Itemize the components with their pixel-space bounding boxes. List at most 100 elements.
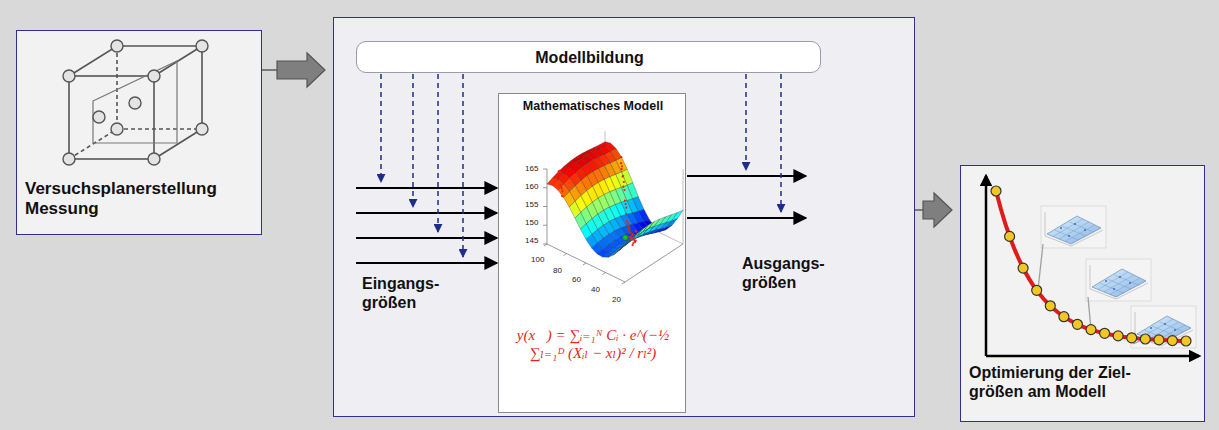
polyline-shape <box>69 46 202 159</box>
node-label: Mathematisches Modell <box>499 99 687 114</box>
pareto-point <box>1005 231 1015 241</box>
measurement-point <box>630 237 632 239</box>
measurement-point <box>627 230 629 232</box>
axis-tick: 20 <box>612 296 621 304</box>
measurement-point <box>629 232 631 234</box>
pareto-point <box>991 186 1001 196</box>
g-shape <box>69 46 202 159</box>
node-label: Eingangs- größen <box>362 274 458 312</box>
axis-tick: 60 <box>572 276 581 284</box>
measurement-point <box>631 234 633 236</box>
node-text: Ausgangs- größen <box>742 254 838 292</box>
pareto-point <box>1018 263 1028 273</box>
tick <box>543 225 547 226</box>
pareto-point <box>1154 335 1164 345</box>
model-panel: Eingangs- größen Ausgangs- größen Modellbi… <box>333 17 915 417</box>
surface-cell <box>608 250 619 258</box>
surface-cell <box>637 225 648 236</box>
measurement-point <box>635 231 637 233</box>
measurement-point <box>558 171 560 173</box>
use-shape <box>1086 259 1151 301</box>
measurement-point <box>621 168 623 170</box>
measurement-point <box>635 240 637 242</box>
circle-shape <box>196 123 208 135</box>
process-box: Versuchsplanerstellung Messung <box>16 30 262 235</box>
axis-line <box>605 169 683 244</box>
circle-shape <box>63 153 75 165</box>
measurement-point <box>632 234 634 236</box>
rect-shape <box>69 76 154 159</box>
measurement-point <box>623 181 625 183</box>
measurement-points <box>558 156 638 246</box>
line-shape <box>356 212 497 214</box>
measurement-point <box>625 207 627 209</box>
process-box: Modellbildung <box>356 41 821 73</box>
measurement-point <box>559 183 561 185</box>
g-shape <box>986 176 1199 356</box>
pareto-curve <box>996 191 1186 341</box>
axis-tick: 145 <box>525 237 538 245</box>
circle-shape <box>111 123 123 135</box>
line-shape <box>356 187 497 189</box>
arrow-shaft <box>262 69 277 71</box>
axis-tick: 40 <box>591 286 600 294</box>
pareto-point <box>1072 319 1082 329</box>
axis-tick: 100 <box>531 256 544 264</box>
pareto-point <box>1100 328 1110 338</box>
block-arrow <box>915 193 952 227</box>
surface-cell <box>619 239 630 250</box>
line-shape <box>412 74 414 207</box>
measurement-point <box>626 220 628 222</box>
use-shape <box>1041 206 1106 248</box>
tick <box>564 254 567 256</box>
g-shape <box>63 40 208 165</box>
line-shape <box>687 217 806 219</box>
node-text: y(x⃗) = ∑ᵢ₌₁ᴺ Cᵢ · e^(−½ ∑ₗ₌₁ᴰ (Xᵢₗ − xₗ… <box>505 326 681 362</box>
tick <box>543 169 547 170</box>
block-arrow <box>262 53 325 87</box>
measurement-point <box>625 213 627 215</box>
line-shape <box>687 175 806 177</box>
axis-tick: 80 <box>553 267 562 275</box>
pareto-point <box>1045 301 1055 311</box>
measurement-point <box>632 242 634 244</box>
process-box: Optimierung der Ziel- größen am Modell <box>960 165 1205 422</box>
pareto-point <box>1181 336 1191 346</box>
measurement-point <box>624 200 626 202</box>
line-shape <box>780 74 782 212</box>
circle-shape <box>129 97 141 109</box>
pareto-point <box>1059 312 1069 322</box>
measurement-point <box>621 165 623 167</box>
line-shape <box>154 46 202 76</box>
tick <box>603 273 606 275</box>
pareto-point <box>1086 325 1096 335</box>
line-shape <box>356 237 497 239</box>
line-shape <box>986 355 1199 358</box>
arrow-head <box>923 193 952 227</box>
arrow-head <box>277 53 325 87</box>
circle-shape <box>93 111 105 123</box>
tick <box>544 244 547 246</box>
measurement-point <box>625 203 627 205</box>
line-shape <box>380 74 382 182</box>
surface-mesh <box>547 142 683 257</box>
circle-shape <box>111 40 123 52</box>
measurement-point <box>560 175 562 177</box>
circle-shape <box>148 153 160 165</box>
measurement-point <box>561 195 563 197</box>
polygon-shape <box>93 61 177 143</box>
measurement-point <box>626 224 628 226</box>
measurement-point <box>632 244 634 246</box>
pareto-point <box>1140 334 1150 344</box>
surface-plot <box>499 94 687 414</box>
line-shape <box>985 176 988 356</box>
measurement-point <box>620 162 622 164</box>
surface-cell <box>648 219 659 229</box>
measurement-point <box>622 175 624 177</box>
measurement-point <box>634 230 636 232</box>
axis-line <box>547 169 683 282</box>
measurement-point <box>633 238 635 240</box>
use-shape <box>1131 306 1196 348</box>
circle-shape <box>148 70 160 82</box>
measurement-point <box>620 156 622 158</box>
